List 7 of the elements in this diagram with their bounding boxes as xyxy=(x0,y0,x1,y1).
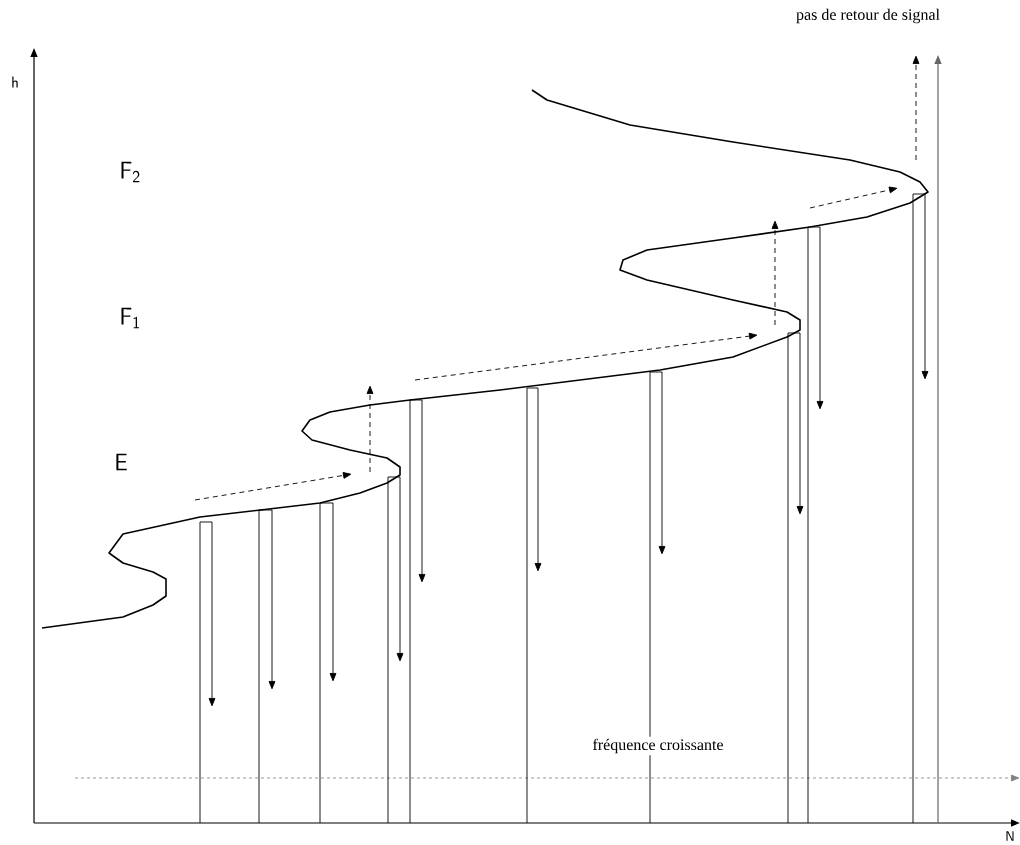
axis-label: h xyxy=(9,74,21,90)
layer-label: F$_{2}$ xyxy=(117,159,143,185)
layer-label: F$_{1}$ xyxy=(117,305,143,331)
layer-label: E xyxy=(112,451,130,473)
annotation: fréquence croissante xyxy=(590,736,726,756)
axis-label: N xyxy=(1003,829,1017,843)
annotation: pas de retour de signal xyxy=(794,6,942,26)
